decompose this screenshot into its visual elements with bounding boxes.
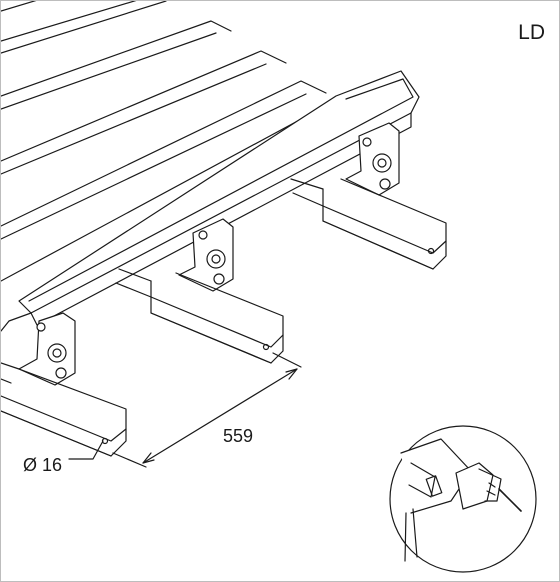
support-channel-right [290, 178, 447, 270]
hole-diameter-label: Ø 16 [23, 455, 63, 475]
dimension-line [112, 352, 302, 468]
deck-slats [1, 1, 332, 282]
mounting-bracket-right [345, 122, 400, 196]
corner-label: LD [518, 21, 545, 44]
drill-detail [389, 425, 537, 573]
hole-leader [68, 440, 104, 460]
mounting-bracket-middle [178, 218, 234, 292]
support-channel-middle [115, 268, 284, 364]
dimension-label: 559 [223, 426, 254, 446]
side-rail [1, 70, 420, 332]
mounting-bracket-left [18, 312, 76, 386]
support-channel-left [1, 362, 127, 457]
